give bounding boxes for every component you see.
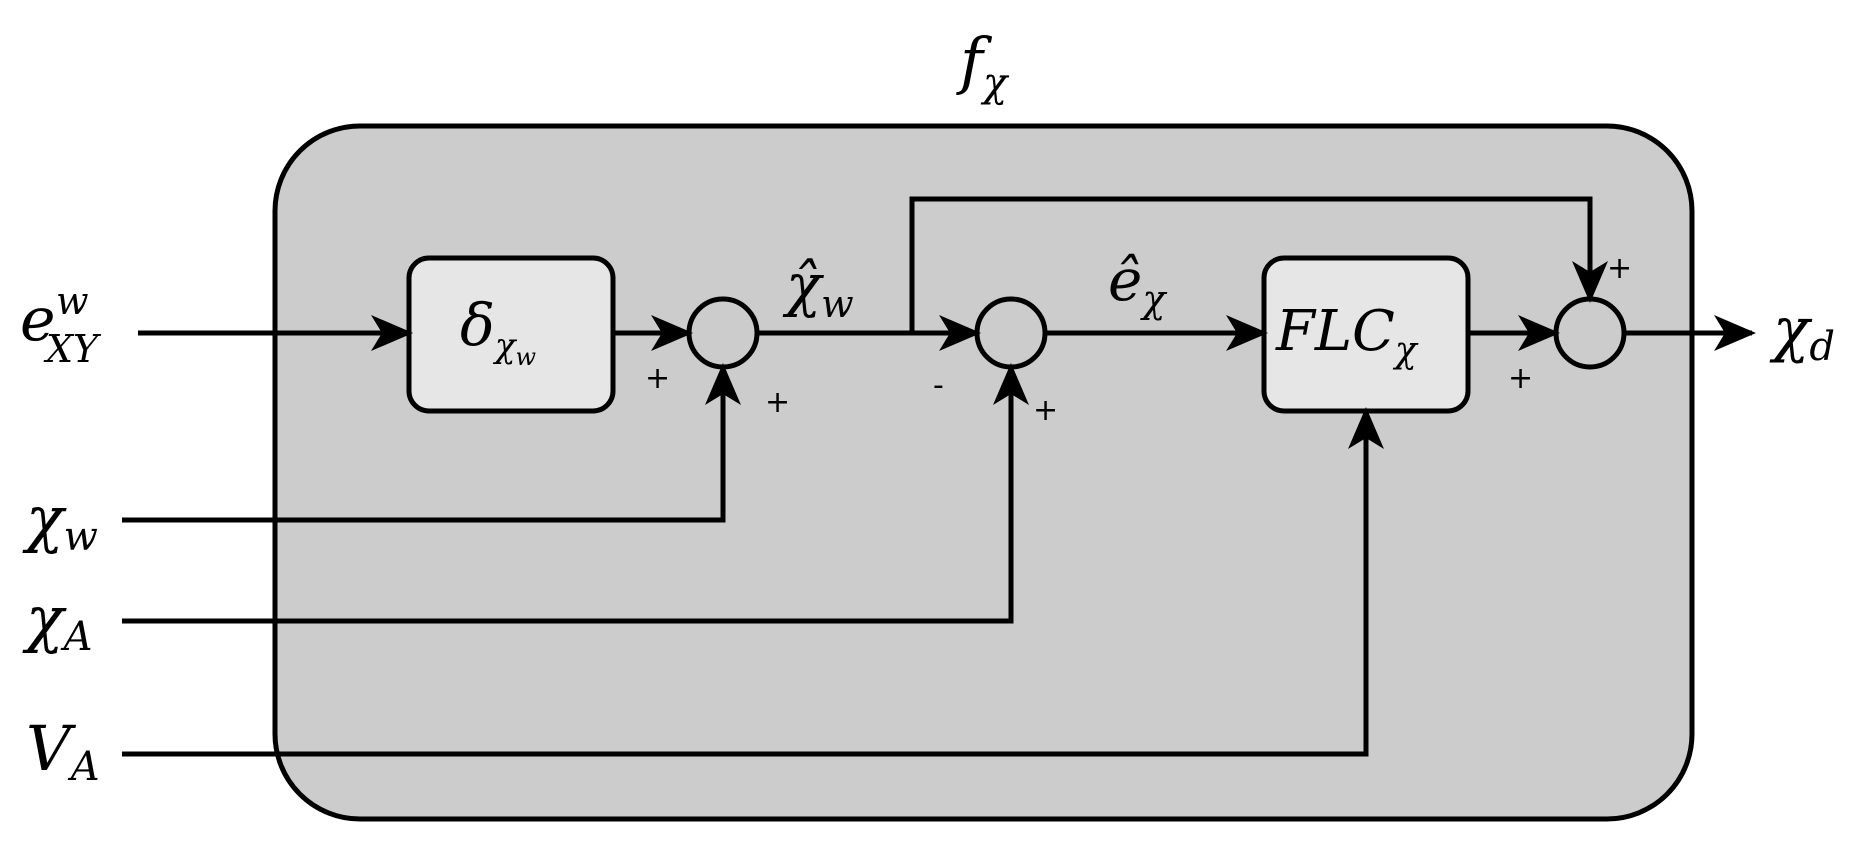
sign-sum1-bottom: + <box>765 385 790 420</box>
signal-chi-hat-w: χ̂w <box>782 251 854 326</box>
wire-chi-w-to-sum1 <box>122 363 741 523</box>
sum-junction-1 <box>686 296 760 370</box>
sign-sum3-left: + <box>1508 361 1533 396</box>
flc-chi-label: FLCχ <box>1275 299 1419 371</box>
sign-sum3-top: + <box>1607 251 1632 286</box>
sum-junction-2 <box>974 296 1048 370</box>
delta-chi-w-label: δχw <box>460 291 537 371</box>
outer-block-f-chi <box>272 123 1695 822</box>
sign-sum2-left: - <box>933 368 944 403</box>
wire-chi-a-to-sum2 <box>122 363 1029 624</box>
outer-block-label: fχ <box>956 24 1010 106</box>
input-chi-w: χw <box>22 482 98 560</box>
sign-sum1-left: + <box>645 361 670 396</box>
output-chi-d: χd <box>1769 295 1835 370</box>
signal-e-hat-chi: êχ <box>1108 246 1167 321</box>
input-v-a: VA <box>26 712 100 790</box>
wire-feedforward-to-sum3 <box>909 196 1608 333</box>
input-chi-a: χA <box>22 582 92 660</box>
sum-junction-3 <box>1553 296 1627 370</box>
sign-sum2-bottom: + <box>1033 393 1058 428</box>
wire-v-a-to-flc <box>122 407 1384 757</box>
